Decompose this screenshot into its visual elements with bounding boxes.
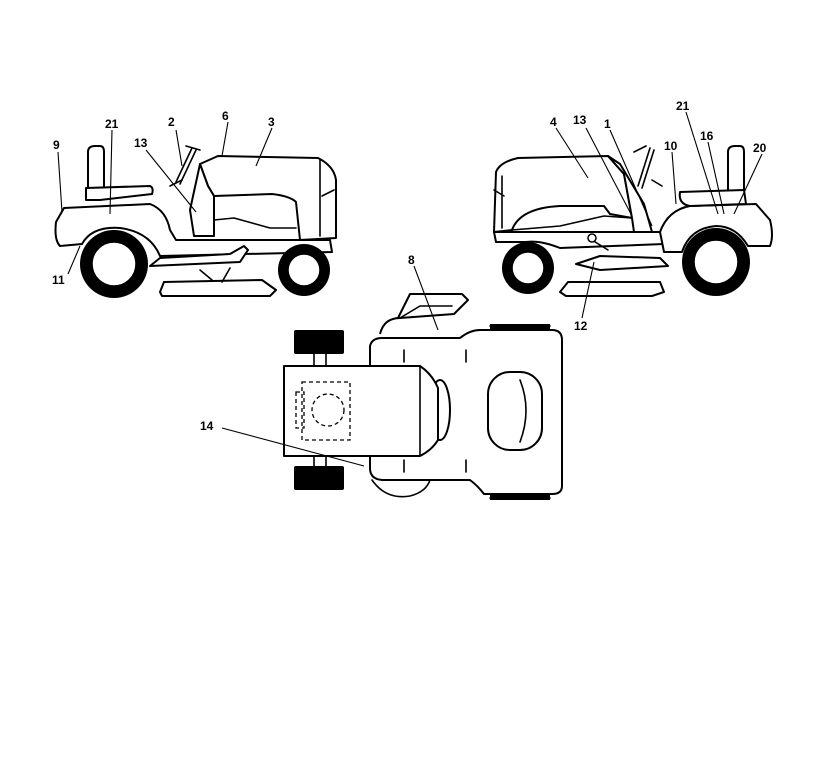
front-right-tire xyxy=(294,466,344,490)
hood-side-panel xyxy=(511,215,633,231)
rear-tire-bottom xyxy=(490,495,550,500)
hood-top xyxy=(283,365,439,457)
rear-tire-top xyxy=(490,324,550,329)
hood xyxy=(199,155,337,241)
steering-wheel xyxy=(633,145,663,187)
tractor-left-side-view xyxy=(54,145,337,298)
frame-base xyxy=(493,231,665,249)
rear-wheel-rim xyxy=(91,241,137,287)
deck-support xyxy=(199,267,231,283)
hood-side-panel xyxy=(213,195,297,229)
part-label-3: 3 xyxy=(268,115,275,129)
fender-marks xyxy=(403,349,467,473)
mower-deck xyxy=(559,281,665,297)
hood xyxy=(493,155,633,233)
leader-4 xyxy=(555,127,589,179)
leader-8 xyxy=(413,265,439,331)
part-label-14: 14 xyxy=(200,419,214,433)
steering-wheel xyxy=(169,145,201,187)
front-wheel-rim xyxy=(511,251,545,285)
hood-grille xyxy=(493,175,505,229)
part-label-4: 4 xyxy=(550,115,557,129)
seat-cushion xyxy=(85,185,154,201)
leader-3 xyxy=(255,127,273,167)
footrest xyxy=(575,255,669,271)
leader-1 xyxy=(609,129,653,227)
rear-fender xyxy=(659,203,773,253)
leader-13a xyxy=(145,149,197,213)
front-axle xyxy=(313,353,327,467)
leader-lines xyxy=(57,111,763,467)
part-label-20: 20 xyxy=(753,141,767,155)
part-label-13: 13 xyxy=(134,136,148,150)
leader-11 xyxy=(67,245,81,275)
engine-outline-inner xyxy=(295,391,305,429)
seat-back xyxy=(727,145,745,199)
rear-fender xyxy=(54,203,333,257)
leader-21b xyxy=(685,111,719,215)
mower-deck xyxy=(159,279,277,297)
part-label-6: 6 xyxy=(222,109,229,123)
part-number-labels: 9 21 13 2 6 3 11 4 13 1 21 16 10 20 12 8… xyxy=(52,99,767,433)
seat-back-top xyxy=(379,293,469,335)
part-label-8: 8 xyxy=(408,253,415,267)
rear-wheel-rim xyxy=(693,239,739,285)
hood-front-grille xyxy=(319,159,335,237)
engine-outline xyxy=(301,381,351,441)
leader-12 xyxy=(581,261,595,319)
engine-flywheel xyxy=(311,393,345,427)
leader-2 xyxy=(175,129,183,167)
front-wheel-rim xyxy=(287,253,321,287)
part-label-2: 2 xyxy=(168,115,175,129)
leader-16 xyxy=(707,141,725,215)
deck-discharge xyxy=(371,479,431,498)
leader-6 xyxy=(221,121,229,157)
part-label-21: 21 xyxy=(676,99,690,113)
seat-back xyxy=(87,145,105,191)
dash-panel xyxy=(189,163,215,237)
leader-10 xyxy=(671,151,677,205)
seat-top xyxy=(487,371,543,451)
part-label-1: 1 xyxy=(604,117,611,131)
leader-20 xyxy=(733,153,763,215)
leader-9 xyxy=(57,151,63,213)
footrest xyxy=(149,245,249,267)
tractor-right-side-view xyxy=(493,145,773,297)
steering-column xyxy=(637,147,655,189)
part-label-21: 21 xyxy=(105,117,119,131)
steering-column xyxy=(175,147,197,185)
front-left-tire xyxy=(294,330,344,354)
seat-inner xyxy=(519,379,527,443)
part-label-10: 10 xyxy=(664,139,678,153)
part-label-12: 12 xyxy=(574,319,588,333)
seat-back-ridge xyxy=(399,305,453,319)
part-label-11: 11 xyxy=(52,273,65,287)
part-label-13: 13 xyxy=(573,113,587,127)
leader-13b xyxy=(585,127,633,217)
leader-21a xyxy=(109,129,113,215)
lever-knob xyxy=(587,233,597,243)
tractor-top-view xyxy=(283,293,563,500)
part-label-9: 9 xyxy=(53,138,60,152)
part-label-16: 16 xyxy=(700,129,714,143)
leader-14 xyxy=(221,427,365,467)
